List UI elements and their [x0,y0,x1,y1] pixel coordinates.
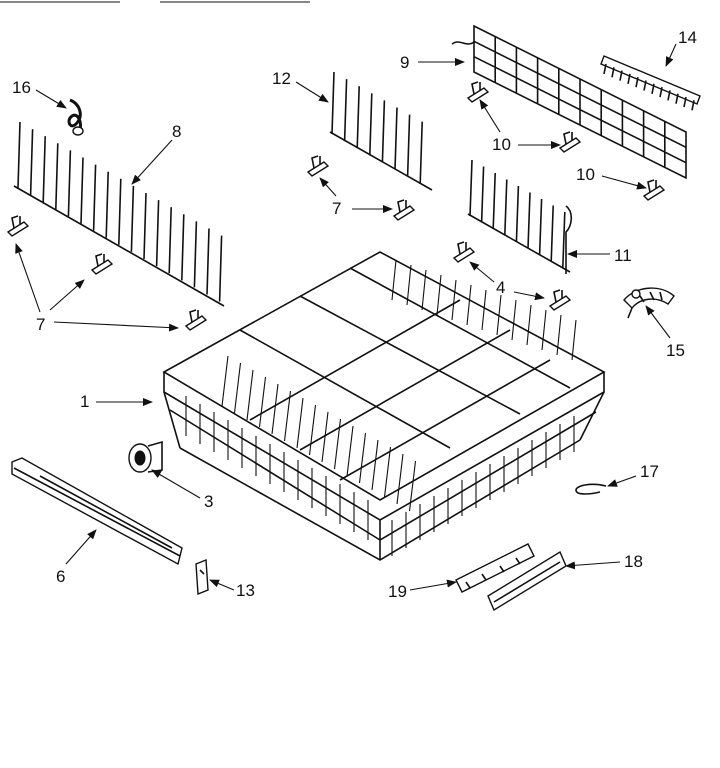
callout-label-14: 14 [678,28,697,47]
handle-insert [455,543,535,593]
tine-row-right [467,159,573,274]
callout-label-7a: 7 [36,315,45,334]
callout-label-18: 18 [624,552,643,571]
slide-rail [11,457,183,566]
callout-label-12: 12 [272,69,291,88]
cup-shelf-grid [451,24,687,180]
hook-clip [67,98,84,136]
rack-clips [6,81,666,331]
callout-label-7b: 7 [332,199,341,218]
callout-label-13: 13 [236,581,255,600]
callout-18: 18 [565,552,643,571]
callout-13: 13 [209,579,255,600]
callout-label-4: 4 [496,278,505,297]
callout-17: 17 [607,462,659,487]
callout-label-10b: 10 [576,165,595,184]
tine-row-center [329,71,433,191]
callout-label-11: 11 [614,246,632,265]
comb-piece [600,55,701,111]
tine-row-left [13,121,225,307]
rack-wheel [128,440,163,473]
callout-3: 3 [151,469,213,511]
callout-7b: 7 [319,177,393,218]
callout-label-8: 8 [172,122,181,141]
callout-label-1: 1 [80,392,89,411]
callout-label-15: 15 [666,341,685,360]
callout-label-16: 16 [12,78,31,97]
callout-10a: 10 [479,99,561,154]
callout-label-10a: 10 [492,135,511,154]
callout-label-6: 6 [56,567,65,586]
callout-label-9: 9 [400,53,409,72]
callout-15: 15 [645,305,685,360]
side-bracket [623,287,675,319]
callout-8: 8 [131,122,181,185]
callout-19: 19 [388,579,457,601]
callout-12: 12 [272,69,329,103]
callout-label-17: 17 [640,462,659,481]
callout-label-3: 3 [204,492,213,511]
callout-1: 1 [80,392,153,411]
rail-stop [195,558,209,596]
callout-14: 14 [665,28,697,67]
callout-11: 11 [567,246,632,265]
dish-rack [162,251,606,561]
callout-label-19: 19 [388,582,407,601]
callout-10b: 10 [576,165,647,190]
callout-9: 9 [400,53,465,72]
rack-hook [575,483,607,495]
callout-7a: 7 [15,243,179,334]
callout-16: 16 [12,78,67,109]
callout-6: 6 [56,529,97,586]
callout-4: 4 [469,261,545,301]
